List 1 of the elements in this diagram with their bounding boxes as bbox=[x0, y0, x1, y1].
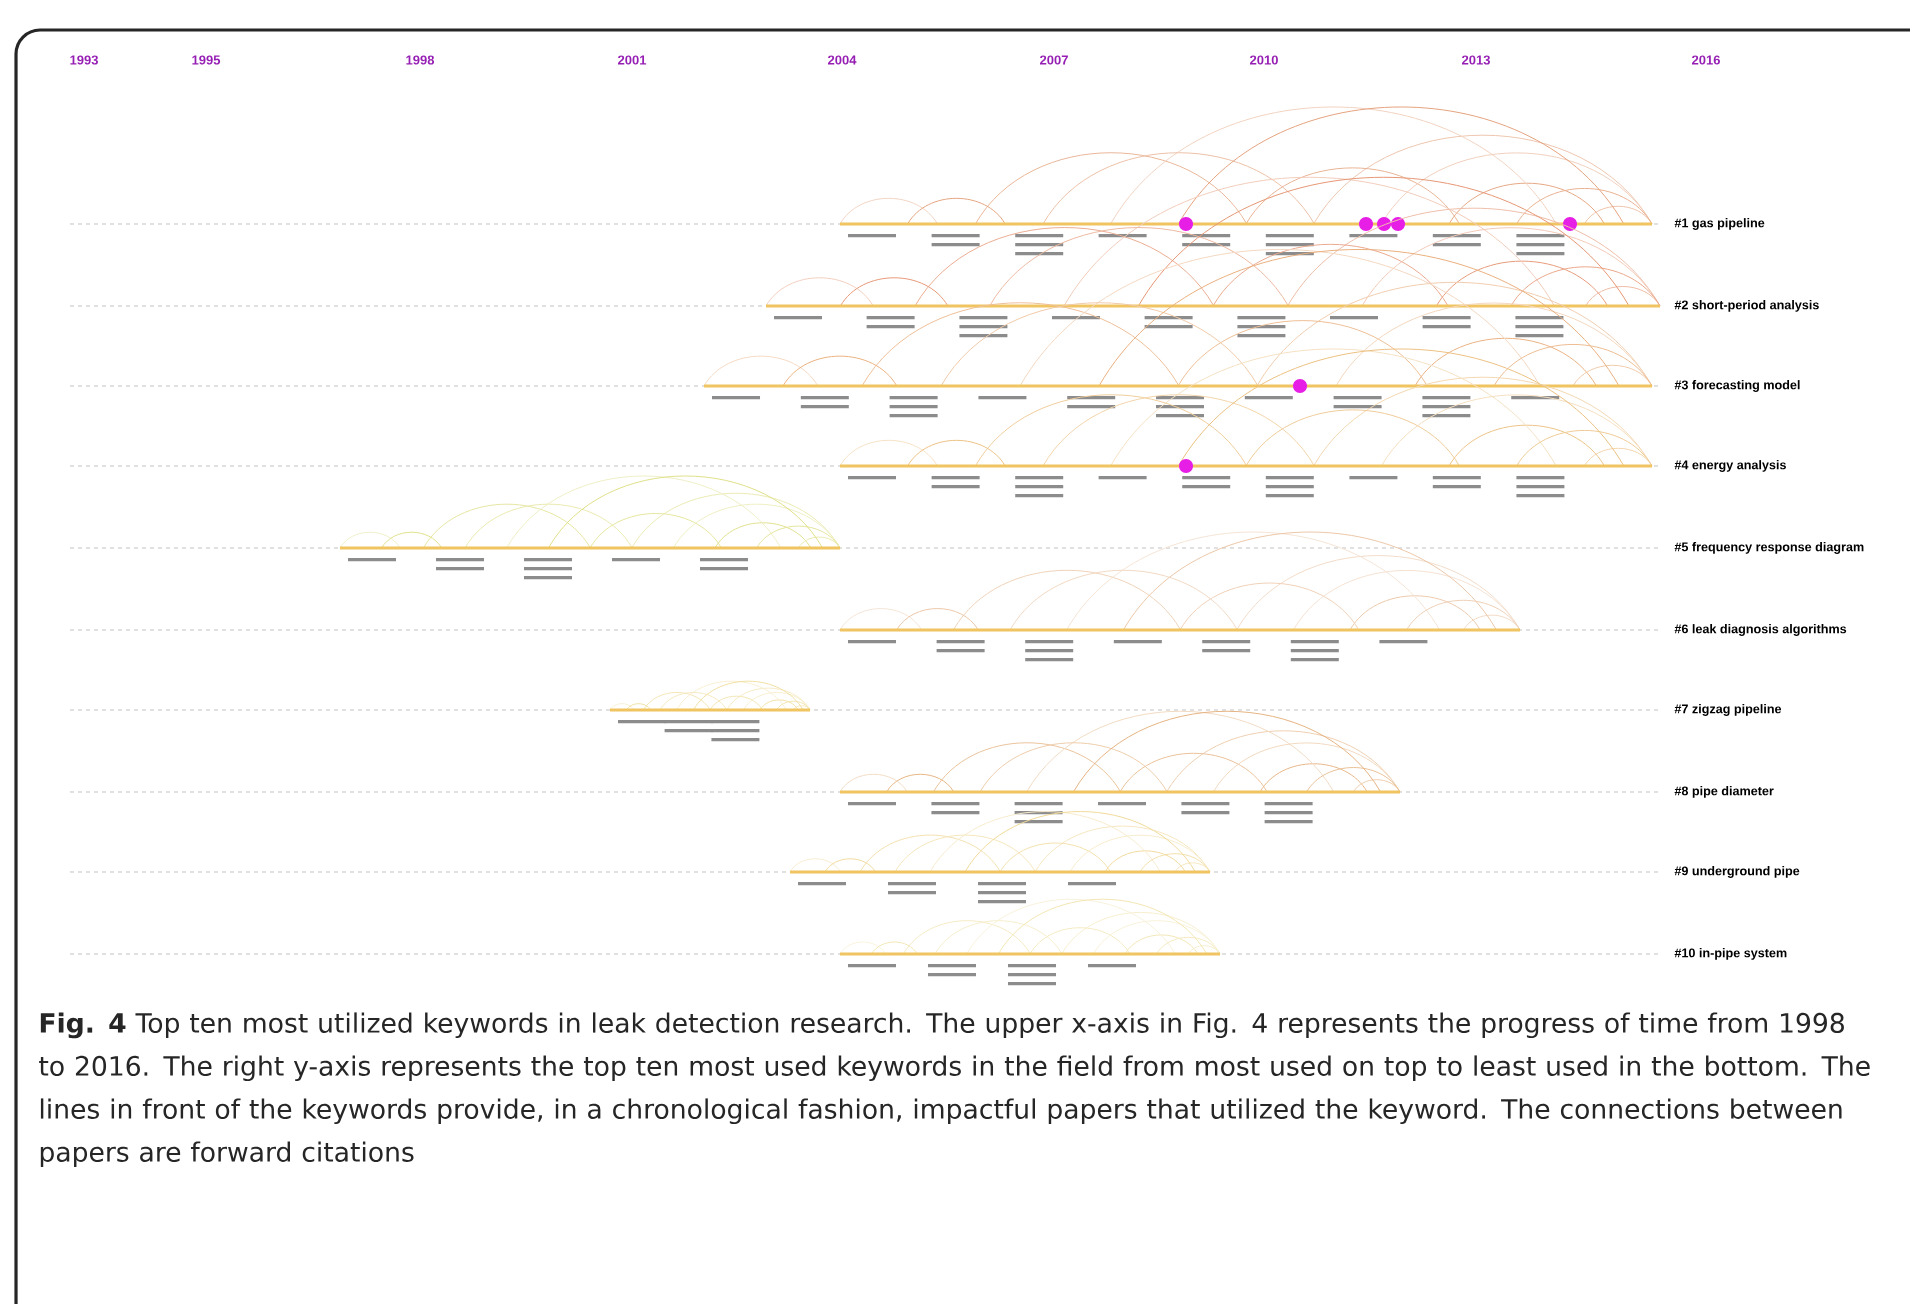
figure-caption: Fig. 4 Top ten most utilized keywords in leak detection research. The upper x-axis in Fig. 4 represents the progress of time from 1998 to 2016. The right y-axis represents the top ten most used keywords in the field from most used on top to least used in the bottom. The lines in front of the keywords provide, in a chronological fashion, impactful papers that utilized the keyword. The connections between papers are forward citations bbox=[39, 1012, 1870, 1168]
